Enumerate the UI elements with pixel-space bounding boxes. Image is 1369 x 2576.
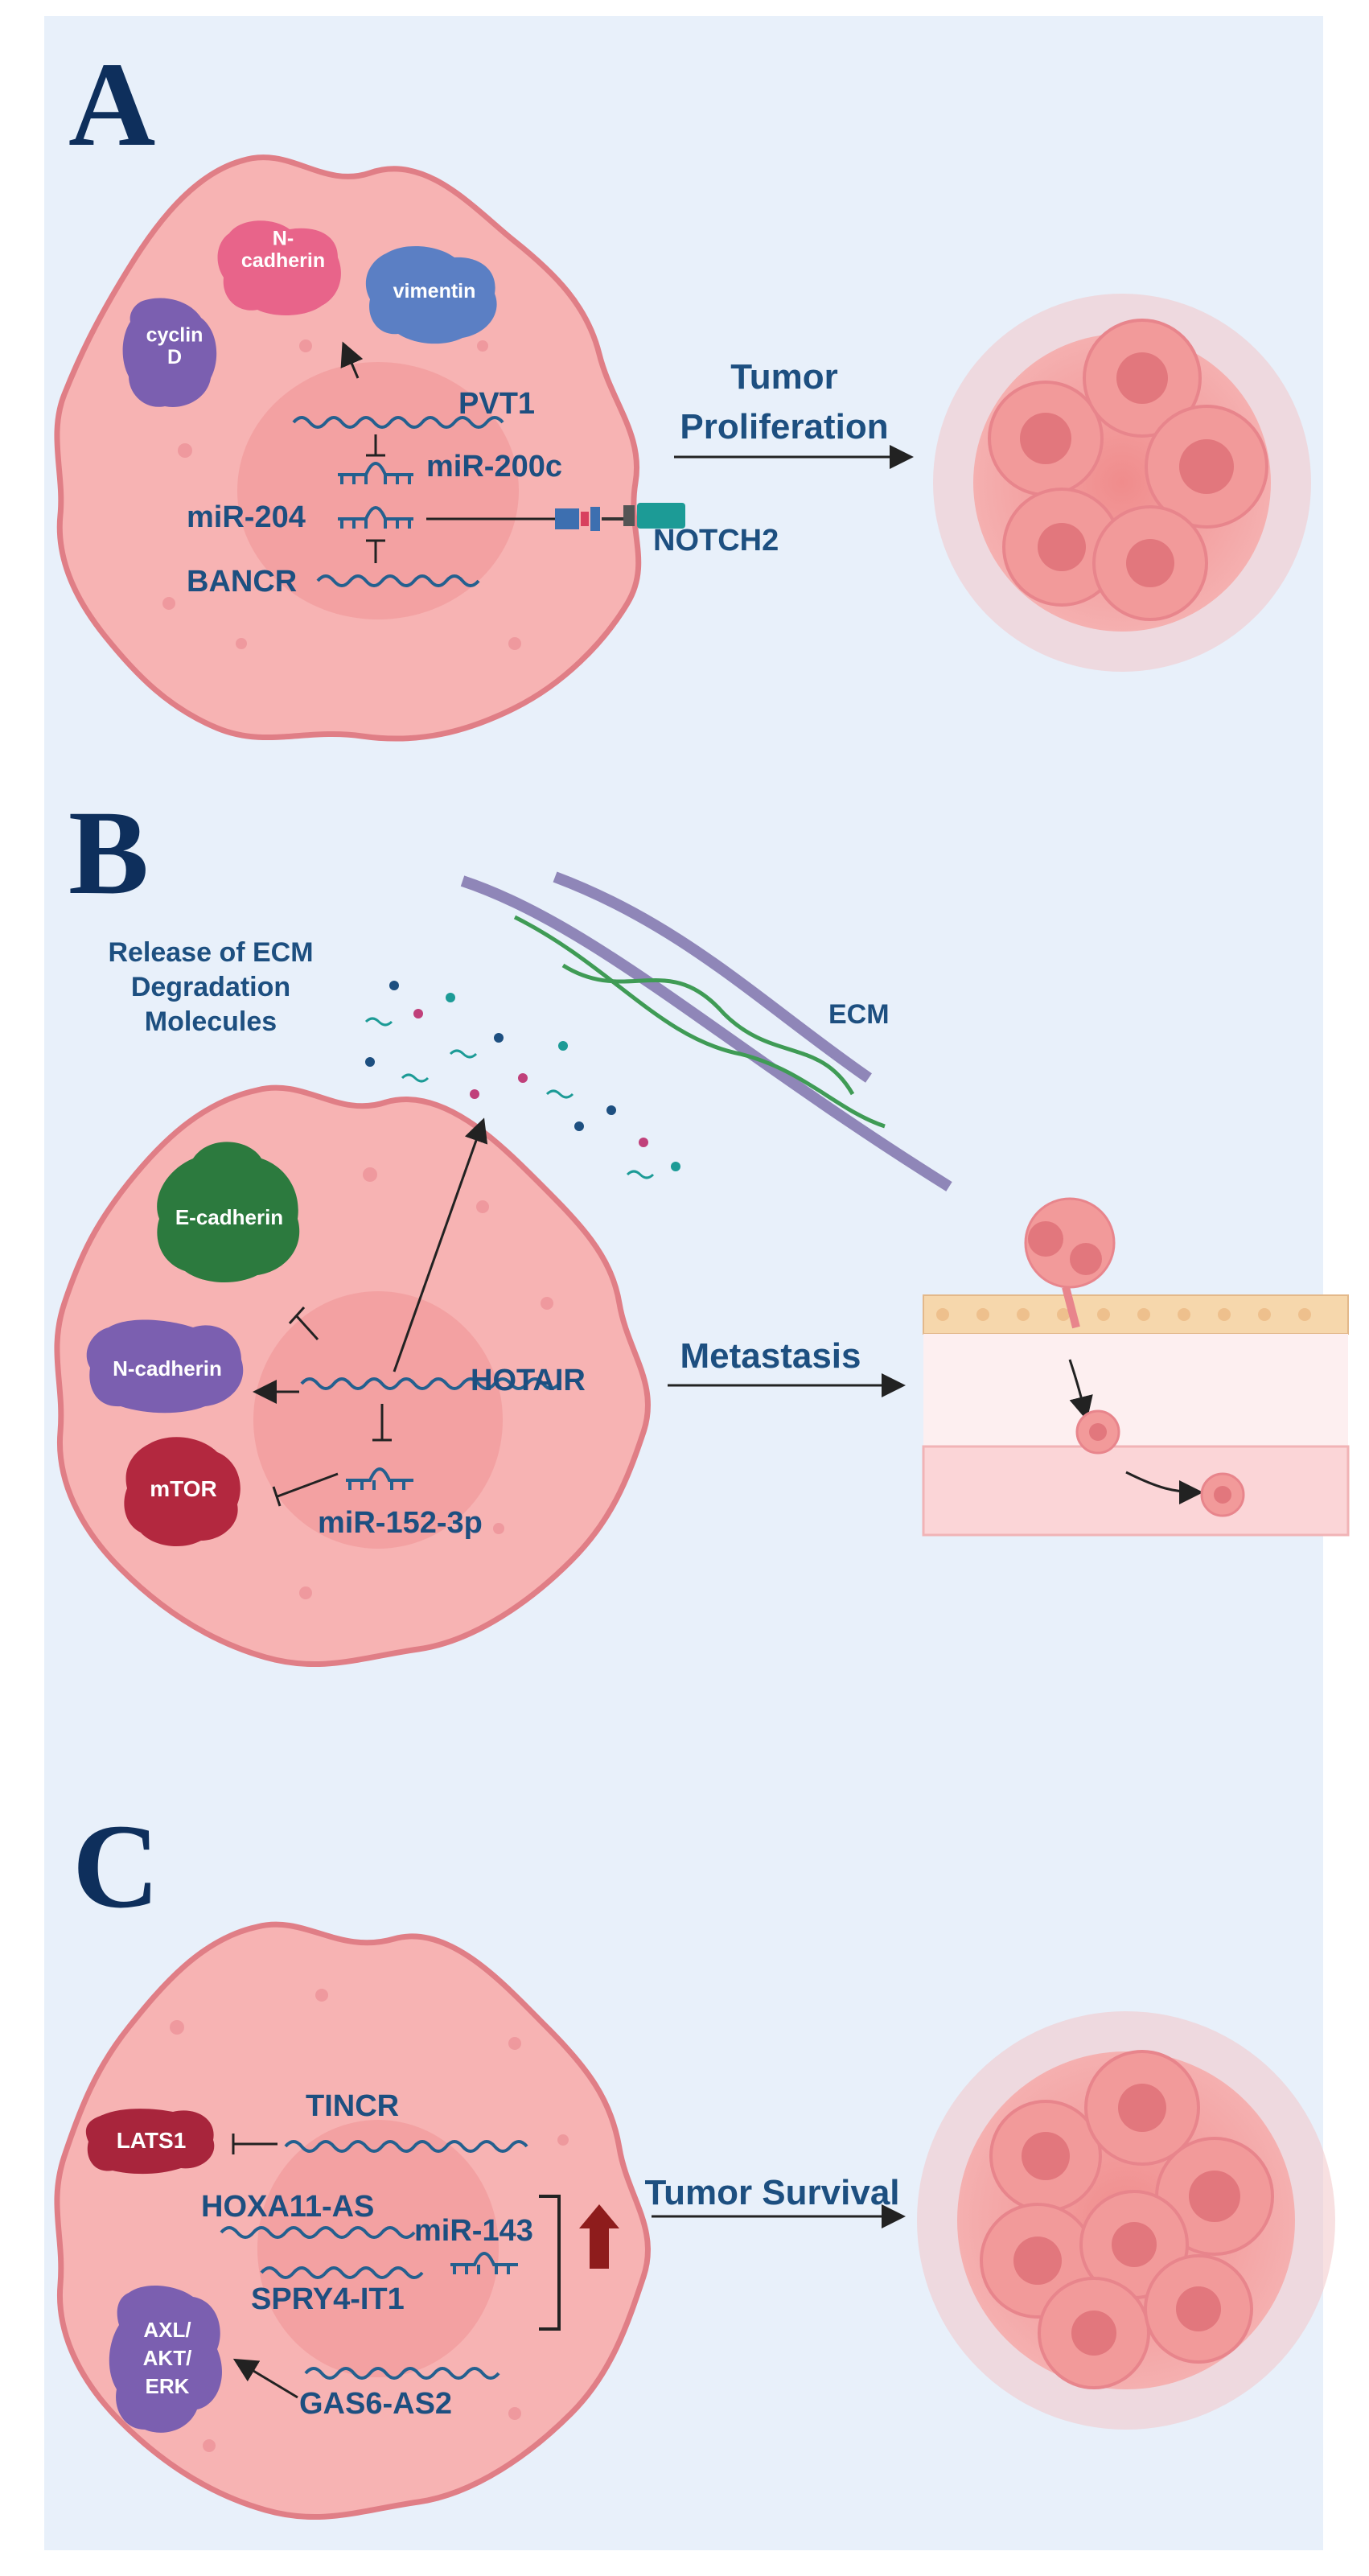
spry4-rna-strand xyxy=(260,2266,424,2279)
mtor-label: mTOR xyxy=(150,1476,217,1501)
hoxa11-rna-strand xyxy=(220,2226,416,2239)
tincr-rna-strand xyxy=(284,2140,528,2153)
panel-c: C LATS1 AXL/ AKT/ ERK TINCR HOXA11-AS mi… xyxy=(54,1800,1335,2520)
ecm-fibers-icon xyxy=(460,871,952,1191)
mir143-hairpin-icon xyxy=(450,2252,518,2274)
mtor-protein-icon xyxy=(124,1437,240,1547)
mir152-label: miR-152-3p xyxy=(318,1506,483,1540)
axl-akt-erk-protein-icon xyxy=(109,2285,222,2433)
pvt1-rna-strand xyxy=(292,416,504,429)
bancr-rna-strand xyxy=(316,574,480,587)
pvt1-label: PVT1 xyxy=(458,387,535,421)
panel-a-letter: A xyxy=(68,38,155,171)
lats1-protein-icon xyxy=(85,2109,215,2175)
release-label-line1: Release of ECM xyxy=(108,937,313,968)
mir143-label: miR-143 xyxy=(414,2214,533,2248)
tincr-label: TINCR xyxy=(306,2089,399,2123)
tumor-cluster-a-icon xyxy=(933,294,1311,672)
release-label-line3: Molecules xyxy=(145,1006,277,1037)
panel-b-granules xyxy=(299,1167,553,1599)
vimentin-label: vimentin xyxy=(393,280,476,302)
panel-c-nucleus xyxy=(257,2120,499,2377)
ncadherin-label: N-cadherin xyxy=(241,227,325,272)
panel-c-outcome-label: Tumor Survival xyxy=(644,2173,899,2212)
degradation-molecules-icon xyxy=(364,981,680,1179)
panel-b-letter: B xyxy=(68,786,149,920)
spry4-label: SPRY4-IT1 xyxy=(251,2282,405,2316)
hotair-rna-strand xyxy=(300,1377,561,1390)
panel-b-nucleus xyxy=(253,1291,503,1549)
panel-c-regulation-arrows xyxy=(232,2134,561,2399)
lats1-label: LATS1 xyxy=(117,2128,187,2153)
tumor-cluster-c-icon xyxy=(917,2011,1335,2430)
gas6-rna-strand xyxy=(304,2367,500,2380)
bancr-label: BANCR xyxy=(187,565,297,599)
axl-label-line3: ERK xyxy=(146,2374,190,2398)
release-label-line2: Degradation xyxy=(131,972,290,1002)
gas6-label: GAS6-AS2 xyxy=(299,2387,452,2421)
panel-c-letter: C xyxy=(72,1800,159,1933)
ecm-label: ECM xyxy=(828,999,890,1030)
cyclin-d-protein-icon xyxy=(122,298,217,407)
axl-label-line2: AKT/ xyxy=(143,2346,192,2370)
mir204-label: miR-204 xyxy=(187,500,306,534)
panel-b: B Release of ECM Degradation Molecules E… xyxy=(54,786,1350,1668)
ncadherin-protein-icon xyxy=(217,220,341,315)
hotair-label: HOTAIR xyxy=(471,1364,586,1397)
ecadherin-protein-icon xyxy=(157,1142,300,1283)
ncadherin-b-label: N-cadherin xyxy=(113,1356,222,1381)
notch2-label: NOTCH2 xyxy=(653,524,779,558)
mir204-hairpin-icon xyxy=(338,506,413,529)
vimentin-protein-icon xyxy=(365,245,497,344)
panel-a-granules xyxy=(162,339,521,650)
upregulation-arrow-icon xyxy=(579,2204,619,2269)
mir200c-hairpin-icon xyxy=(338,462,413,484)
panel-b-regulation-arrows xyxy=(253,1117,488,1507)
panel-a-outcome-label-line1: Tumor xyxy=(730,357,838,397)
ncadherin-b-protein-icon xyxy=(86,1319,244,1414)
mir152-hairpin-icon xyxy=(346,1467,413,1490)
notch2-receptor-icon xyxy=(555,503,685,531)
panel-c-granules xyxy=(170,1989,569,2452)
panel-a-outcome-label-line2: Proliferation xyxy=(680,407,888,446)
panel-b-outcome-label: Metastasis xyxy=(680,1336,861,1376)
hoxa11-label: HOXA11-AS xyxy=(201,2190,374,2224)
mir200c-label: miR-200c xyxy=(426,450,562,484)
metastasis-tissue-icon xyxy=(922,1197,1350,1537)
axl-label-line1: AXL/ xyxy=(143,2318,191,2342)
ecadherin-label: E-cadherin xyxy=(175,1205,283,1229)
